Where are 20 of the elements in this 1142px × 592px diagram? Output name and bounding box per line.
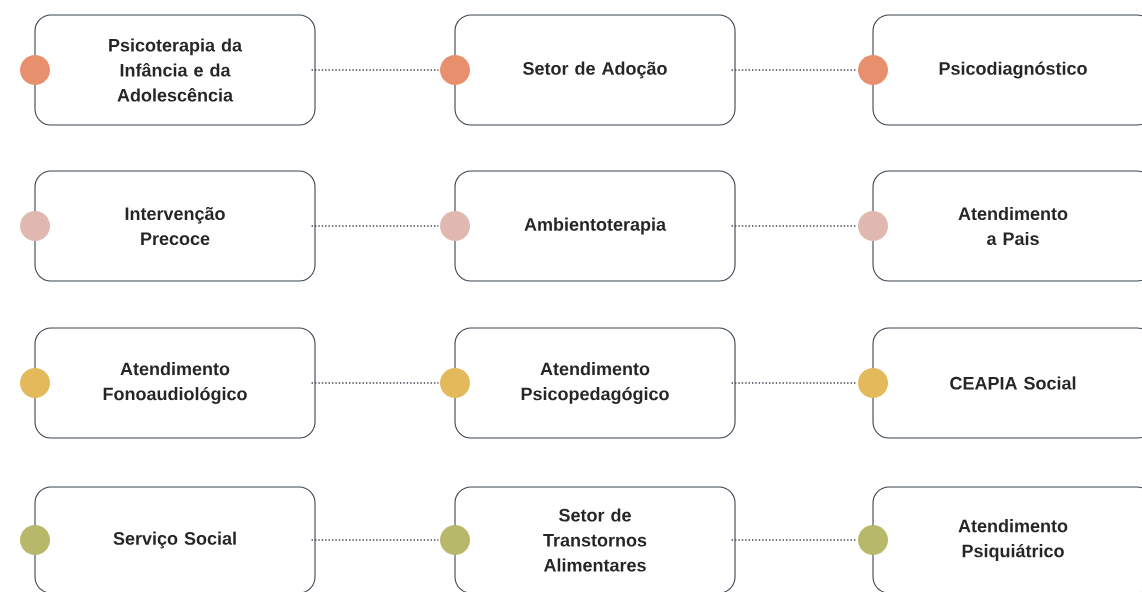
dotted-connector: [730, 225, 858, 227]
dotted-connector: [310, 225, 440, 227]
service-box: Serviço Social: [34, 486, 316, 592]
service-box: Atendimento a Pais: [872, 170, 1142, 282]
service-box: Atendimento Fonoaudiológico: [34, 327, 316, 439]
dotted-connector: [310, 382, 440, 384]
service-box: Atendimento Psicopedagógico: [454, 327, 736, 439]
dotted-connector: [730, 382, 858, 384]
dotted-connector: [730, 539, 858, 541]
service-box: CEAPIA Social: [872, 327, 1142, 439]
service-box: Psicodiagnóstico: [872, 14, 1142, 126]
service-box: Atendimento Psiquiátrico: [872, 486, 1142, 592]
service-box: Setor de Transtornos Alimentares: [454, 486, 736, 592]
dotted-connector: [730, 69, 858, 71]
service-box: Setor de Adoção: [454, 14, 736, 126]
dotted-connector: [310, 69, 440, 71]
dotted-connector: [310, 539, 440, 541]
service-box: Ambientoterapia: [454, 170, 736, 282]
service-box: Psicoterapia da Infância e da Adolescência: [34, 14, 316, 126]
service-box: Intervenção Precoce: [34, 170, 316, 282]
